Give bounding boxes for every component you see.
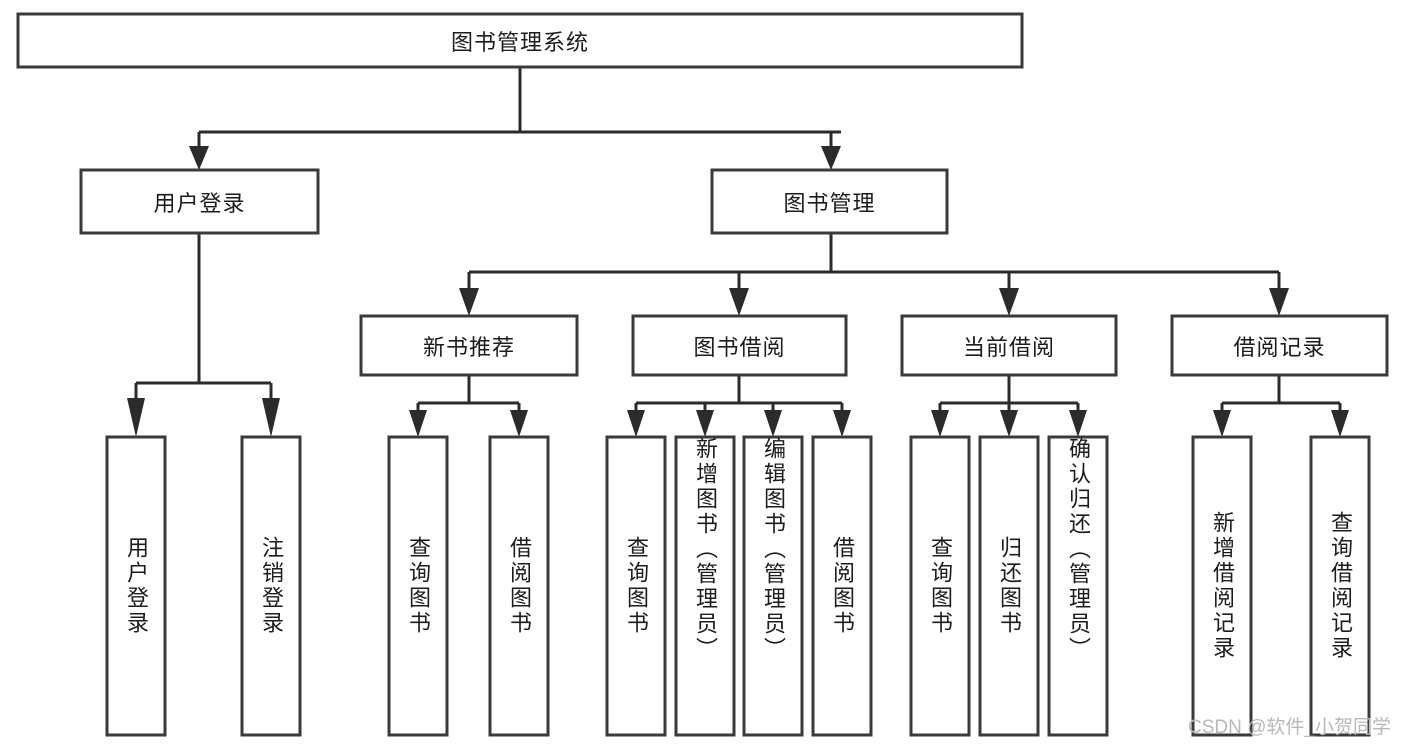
connector-group-root [189,67,841,170]
arrow-head-current-borrow [999,288,1019,316]
arrow-head-leaf-query-record [1331,410,1349,437]
node-box-leaf-user-login[interactable] [105,435,167,737]
connector-group-new-book-rec [409,375,528,437]
arrow-head-user-login [189,146,209,170]
node-box-leaf-return-book[interactable] [978,435,1040,737]
arrow-head-leaf-query-book-3 [931,410,949,437]
connector-group-user-login [127,233,280,437]
node-box-leaf-edit-book[interactable] [742,435,804,737]
node-box-leaf-logout[interactable] [240,435,302,737]
connector-group-book-borrow [627,375,851,437]
arrow-head-leaf-add-record [1213,410,1231,437]
node-box-borrow-record[interactable] [1170,314,1389,377]
arrow-head-leaf-logout [262,398,280,437]
arrow-head-leaf-borrow-book-2 [833,410,851,437]
arrow-head-leaf-confirm-return [1069,410,1087,437]
arrow-head-book-manage [821,146,841,170]
arrow-head-leaf-user-login [127,398,145,437]
arrow-head-leaf-query-book-1 [409,410,427,437]
arrow-head-leaf-query-book-2 [627,410,645,437]
arrow-head-borrow-record [1269,288,1289,316]
connector-group-borrow-record [1213,375,1349,437]
node-box-leaf-query-book-2[interactable] [605,435,667,737]
node-box-leaf-add-record[interactable] [1191,435,1253,737]
node-box-leaf-add-book[interactable] [674,435,736,737]
node-box-leaf-query-book-3[interactable] [909,435,971,737]
node-box-leaf-borrow-book-2[interactable] [811,435,873,737]
node-box-book-manage[interactable] [710,168,949,235]
connector-group-book-manage [459,233,1289,316]
arrow-head-leaf-add-book [696,410,714,437]
node-box-user-login[interactable] [79,168,320,235]
node-box-current-borrow[interactable] [900,314,1118,377]
connector-group-current-borrow [931,375,1087,437]
arrow-head-leaf-borrow-book-1 [510,410,528,437]
node-box-new-book-rec[interactable] [359,314,579,377]
arrow-head-leaf-return-book [1000,410,1018,437]
arrow-head-leaf-edit-book [764,410,782,437]
node-box-leaf-borrow-book-1[interactable] [488,435,550,737]
node-box-leaf-query-book-1[interactable] [387,435,449,737]
node-box-book-borrow[interactable] [631,314,848,377]
arrow-head-book-borrow [729,288,749,316]
node-box-leaf-query-record[interactable] [1309,435,1371,737]
node-box-root[interactable] [16,12,1024,69]
arrow-head-new-book-rec [459,288,479,316]
node-box-leaf-confirm-return[interactable] [1047,435,1109,737]
